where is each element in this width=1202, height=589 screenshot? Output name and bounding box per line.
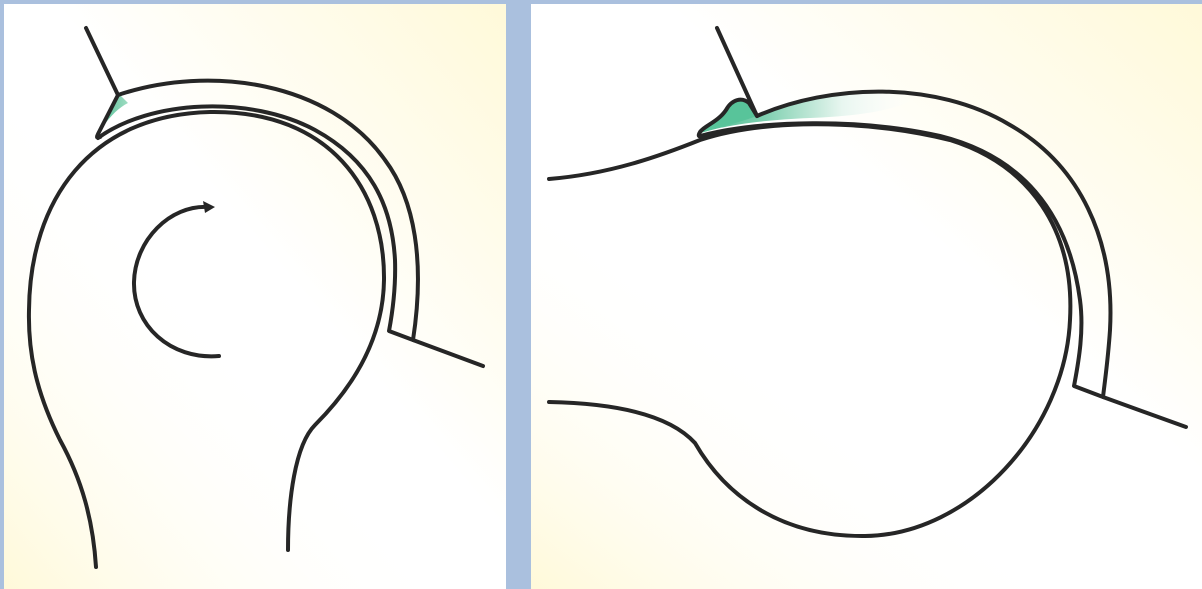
right-diagram	[531, 4, 1202, 589]
panel-glow	[4, 4, 506, 589]
left-panel	[4, 4, 506, 589]
left-diagram	[4, 4, 506, 589]
right-panel	[531, 4, 1202, 589]
